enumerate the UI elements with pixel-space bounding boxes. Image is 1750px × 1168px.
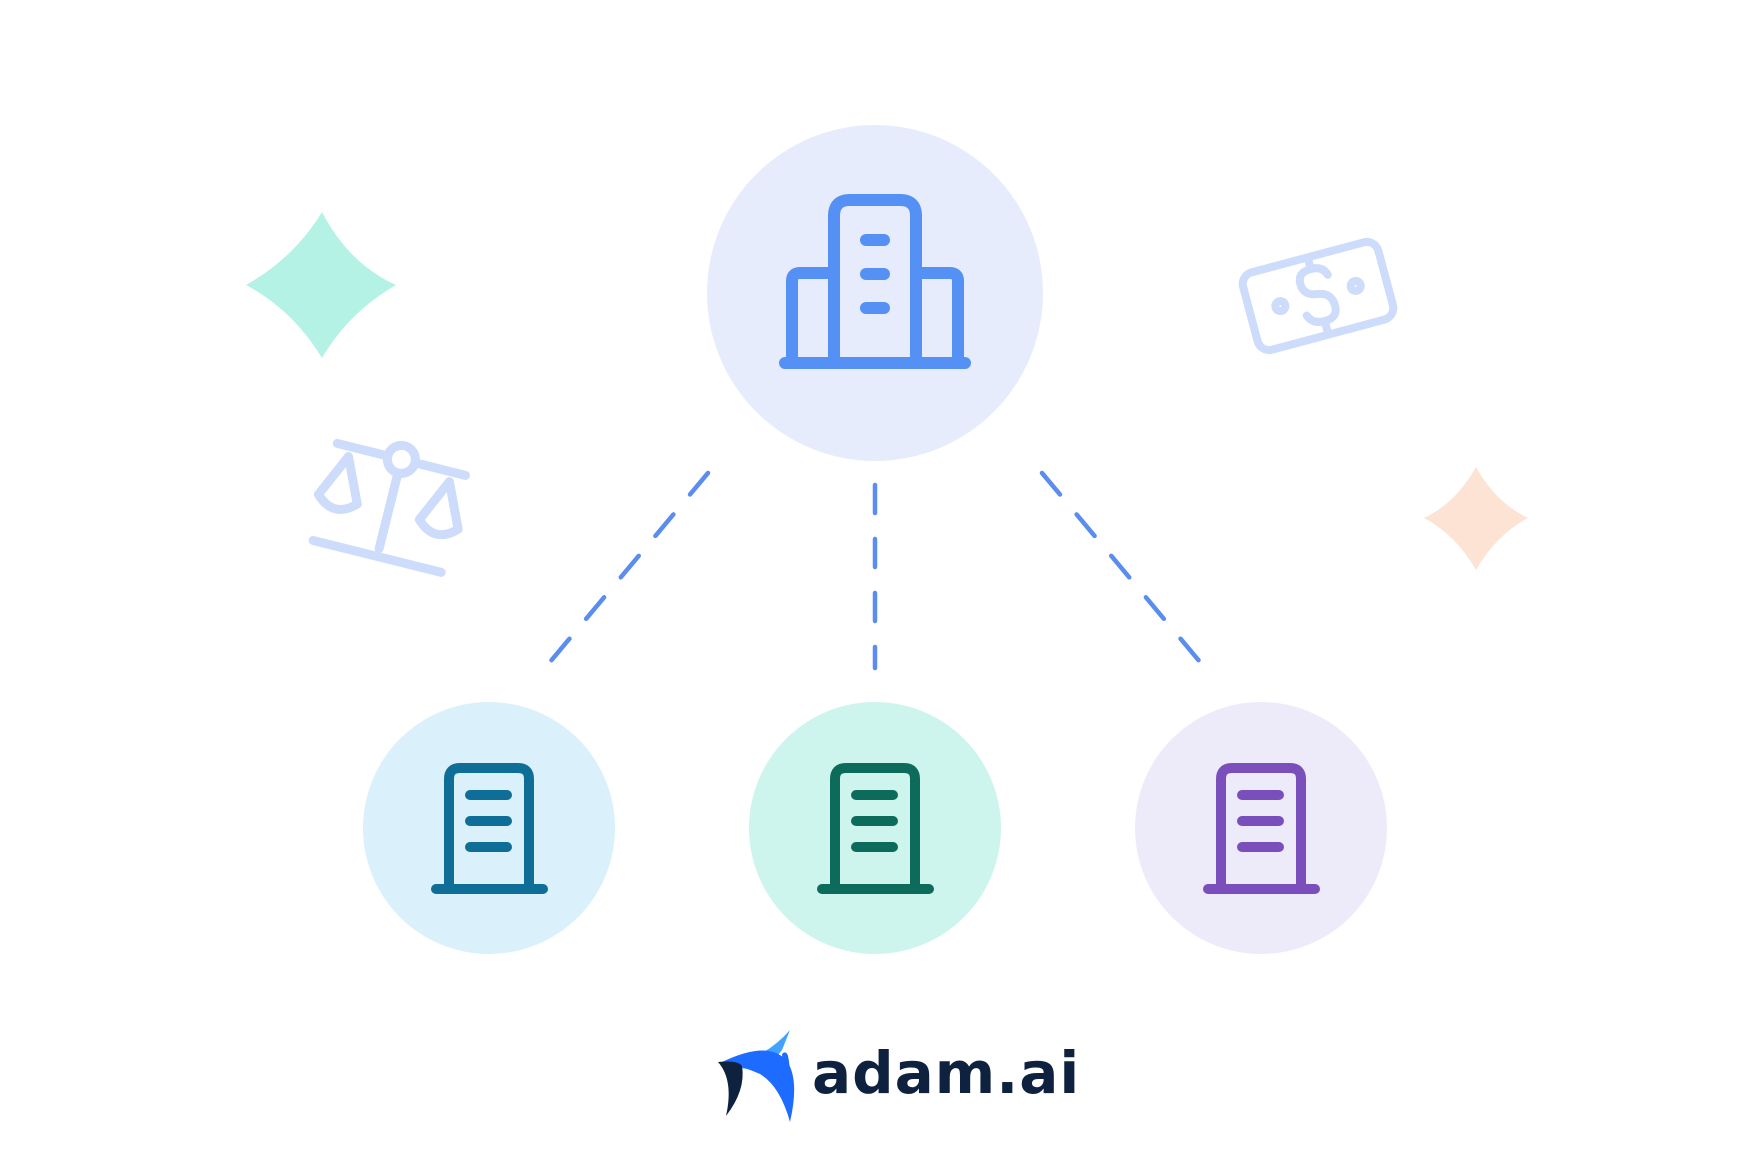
brand-name: adam.ai [812, 1039, 1081, 1107]
child-company-node-right [1135, 702, 1387, 954]
child-company-node-left [363, 702, 615, 954]
building-icon [431, 763, 548, 894]
office-building-icon [779, 194, 971, 369]
child-node-circle [1135, 702, 1387, 954]
connector-right [1039, 470, 1208, 671]
building-icon [1203, 763, 1320, 894]
money-bill-icon [1238, 237, 1398, 355]
child-node-circle [749, 702, 1001, 954]
child-company-node-middle [749, 702, 1001, 954]
adam-ai-logo-mark-icon [718, 1030, 795, 1122]
building-icon [817, 763, 934, 894]
connector-lines [542, 470, 1208, 671]
sparkle-icon [1424, 467, 1528, 570]
connector-left [542, 470, 711, 671]
sparkle-icon [246, 212, 396, 358]
balance-scale-icon [308, 438, 470, 577]
parent-company-node [707, 125, 1043, 461]
child-node-circle [363, 702, 615, 954]
parent-node-circle [707, 125, 1043, 461]
